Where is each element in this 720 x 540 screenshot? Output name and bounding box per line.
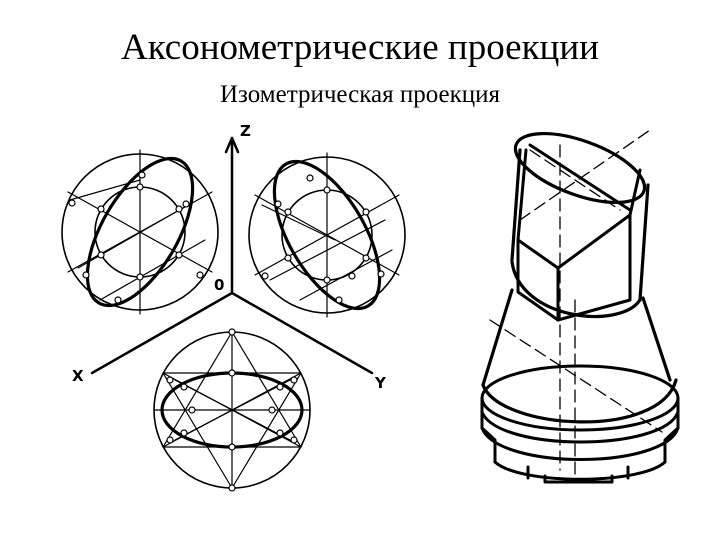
y-axis	[230, 291, 374, 375]
isometric-part	[480, 129, 680, 484]
slide-title: Аксонометрические проекции	[121, 27, 599, 68]
z-axis-label: Z	[240, 122, 251, 140]
slide-subtitle: Изометрическая проекция	[219, 81, 501, 108]
x-axis-label: X	[72, 367, 84, 385]
left-circle-construction	[61, 149, 219, 315]
origin-label: 0	[214, 276, 224, 294]
z-arrow	[224, 136, 240, 154]
x-axis	[90, 291, 234, 375]
isometric-axes	[90, 136, 374, 375]
y-axis-label: Y	[374, 374, 387, 392]
bottom-circle-construction	[153, 328, 311, 492]
right-circle-construction	[248, 152, 406, 318]
